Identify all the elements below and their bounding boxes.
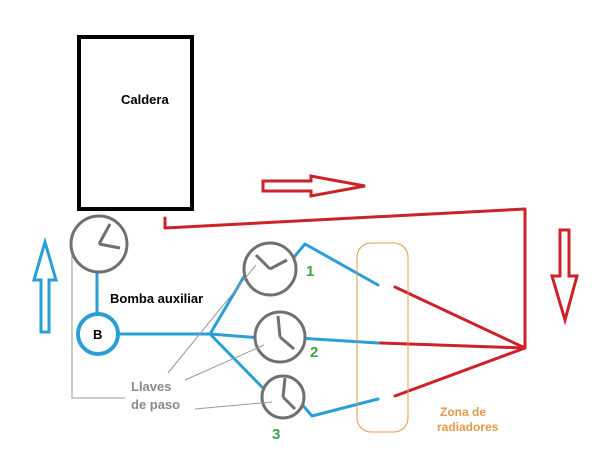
radiator-zone-outline (356, 242, 409, 433)
pump-circle (76, 312, 120, 356)
valve-callout-lines (71, 255, 273, 410)
valve-1 (242, 241, 298, 297)
manifold-to-valve-3 (208, 332, 264, 389)
valve-number-3: 3 (272, 426, 280, 443)
flow-arrow-up (32, 236, 58, 334)
valves-label-line-2: de paso (131, 397, 180, 412)
boiler-valve (69, 214, 129, 274)
valves-label-line-1: Llaves (131, 379, 171, 394)
valve-3-outlet (298, 397, 380, 418)
valve-2-outlet (296, 336, 380, 345)
valve-number-2: 2 (310, 344, 318, 361)
flow-arrow-down (549, 228, 579, 326)
boiler-box (77, 35, 194, 211)
hot-supply-pipes (163, 207, 527, 398)
pump-symbol: B (93, 327, 102, 342)
hot-branch-1 (393, 285, 527, 350)
pump-label: Bomba auxiliar (110, 291, 203, 306)
hot-branch-3 (393, 346, 527, 398)
manifold-to-valve-2 (208, 332, 264, 340)
boiler-label: Caldera (121, 92, 169, 107)
valve-3 (260, 374, 306, 420)
valve-number-1: 1 (306, 263, 314, 280)
cold-return-pipes (95, 242, 380, 418)
zone-label-line-2: radiadores (437, 420, 499, 434)
valve-2 (253, 310, 307, 364)
flow-arrow-right (261, 174, 366, 198)
hot-main-line (163, 207, 527, 350)
hot-branch-2 (378, 341, 527, 350)
valve-1-outlet (288, 242, 380, 287)
zone-label-line-1: Zona de (440, 405, 486, 419)
